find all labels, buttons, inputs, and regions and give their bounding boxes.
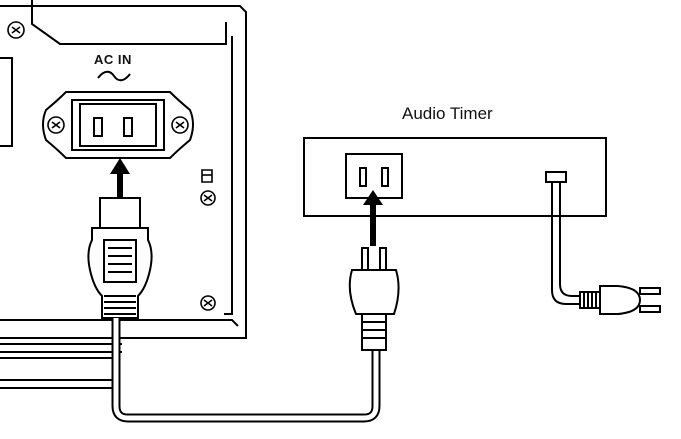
timer-outlet [345,153,403,199]
audio-timer-box [303,137,607,217]
plug-icon [579,285,661,315]
screw-icon [7,21,25,39]
plug-icon [348,247,400,351]
screw-icon [171,116,189,134]
screw-icon [200,295,216,311]
rear-panel [0,0,247,389]
plug-icon [87,197,153,319]
ac-tilde-icon [97,70,131,82]
ac-in-label: AC IN [94,52,132,67]
ground-terminal-icon [201,169,213,183]
arrow-up-icon [110,158,130,198]
ac-inlet [42,91,194,159]
arrow-up-icon [363,190,383,246]
screw-icon [200,190,216,206]
audio-timer-label: Audio Timer [402,104,493,123]
timer-output-cable [545,171,582,305]
screw-icon [47,116,65,134]
